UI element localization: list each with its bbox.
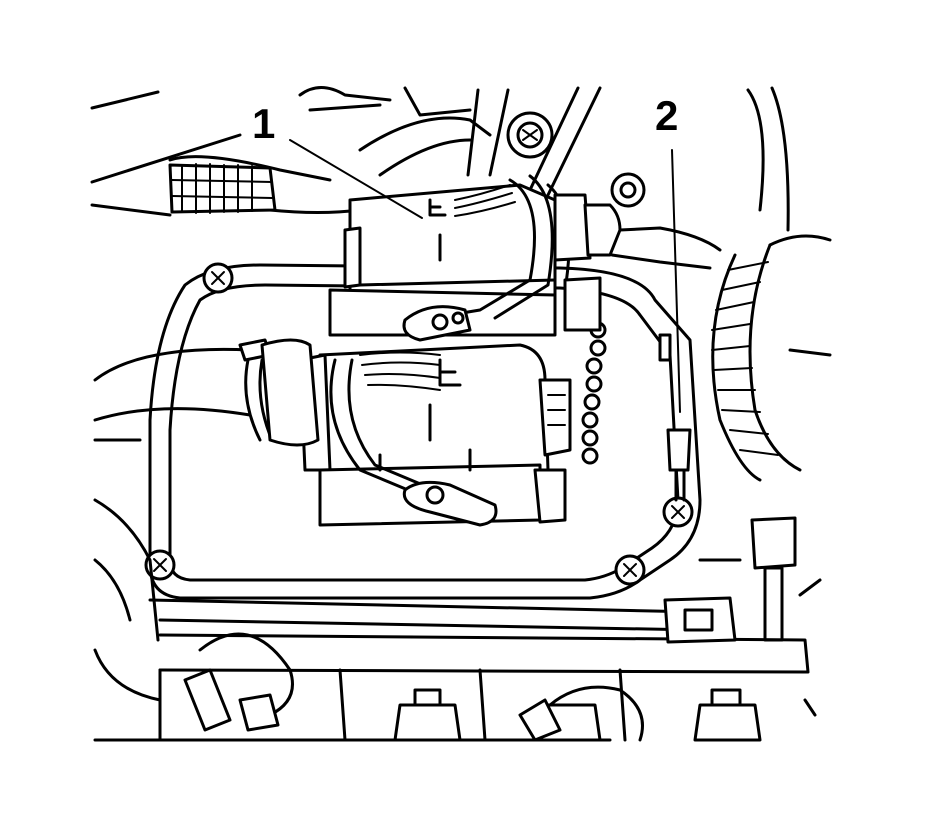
- lower-connector: [260, 338, 572, 527]
- upper-connector: [328, 174, 722, 342]
- eyelet: [610, 172, 646, 208]
- callout-2-label: 2: [655, 92, 678, 139]
- left-cable-connector: [168, 163, 277, 214]
- cover-screws: [144, 262, 694, 586]
- background-hoses: [90, 86, 790, 232]
- callout-1-leader: [289, 139, 423, 219]
- left-hose: [93, 338, 274, 442]
- right-fitting: [698, 516, 797, 642]
- callout-2-leader: [671, 149, 681, 413]
- sensor-probe: [658, 333, 692, 502]
- vent-holes: [581, 321, 607, 465]
- callout-1-label: 1: [252, 100, 275, 147]
- engine-block: [93, 498, 822, 742]
- top-bolt: [506, 111, 554, 159]
- callout-leaders: [289, 139, 681, 413]
- corrugated-hose: [711, 234, 832, 482]
